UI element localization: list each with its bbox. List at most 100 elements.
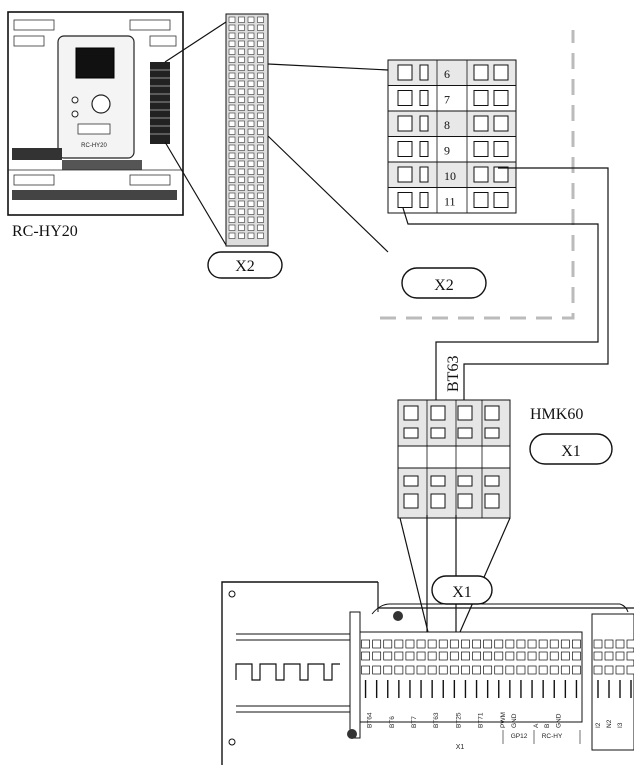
- x1-bottom-label: X1: [456, 744, 465, 751]
- x2-small-cell: [247, 48, 255, 55]
- x2-small-cell: [238, 72, 245, 79]
- rc-hy20-board: RC-HY20: [7, 11, 184, 216]
- x2-small-cell: [247, 136, 255, 143]
- x2-row-cell: [493, 115, 509, 132]
- x2-small-cell: [228, 144, 236, 151]
- x2-small-cell: [257, 16, 264, 23]
- x1-module-badge: X1: [529, 433, 613, 465]
- x2-small-cell: [238, 88, 245, 95]
- x2-small-cell: [228, 56, 236, 63]
- x2-row-label: 6: [444, 67, 450, 81]
- x2-small-cell: [247, 232, 255, 239]
- x2-small-cell: [257, 208, 264, 215]
- hmk60-cell: [403, 427, 419, 439]
- x2-small-cell: [247, 200, 255, 207]
- x1-strip-column: [438, 639, 448, 698]
- x2-small-cell: [238, 176, 245, 183]
- x2-small-cell: [238, 168, 245, 175]
- x2-small-cell: [247, 24, 255, 31]
- x1-strip-column: [494, 639, 504, 698]
- x2-small-cell: [228, 208, 236, 215]
- x2-small-cell: [238, 224, 245, 231]
- x2-small-cell: [238, 48, 245, 55]
- x1-terminal-label: BT25: [455, 712, 462, 728]
- x2-small-cell: [238, 184, 245, 191]
- x2-small-cell: [257, 128, 264, 135]
- x2-row-cell: [419, 141, 429, 157]
- hmk60-cell: [430, 493, 446, 509]
- x2-row-cell: [493, 64, 509, 81]
- x2-small-cell: [228, 160, 236, 167]
- x2-small-cell: [228, 128, 236, 135]
- x2-row-cell: [397, 141, 413, 157]
- x2-small-cell: [228, 168, 236, 175]
- x1-strip-column: [372, 639, 382, 698]
- x2-small-cell: [238, 80, 245, 87]
- x2-row-label: 7: [444, 93, 450, 107]
- x2-row-cell: [397, 64, 413, 81]
- x1-terminal-label: BT64: [367, 712, 374, 728]
- x2-small-cell: [257, 80, 264, 87]
- x2-row-cell: [473, 115, 489, 132]
- x2-row-label: 8: [444, 118, 450, 132]
- x2-small-cell: [238, 136, 245, 143]
- x1-terminal-label: BT71: [478, 712, 485, 728]
- x1-strip-column: [572, 639, 581, 698]
- x2-row-cell: [493, 166, 509, 183]
- x2-small-cell: [228, 32, 236, 39]
- x2-small-cell: [247, 96, 255, 103]
- x2-small-cell: [257, 160, 264, 167]
- x2-small-cell: [257, 96, 264, 103]
- hmk60-cell: [403, 405, 419, 421]
- x2-small-cell: [247, 40, 255, 47]
- x2-row-7: 7: [387, 85, 517, 112]
- x2-small-cell: [228, 232, 236, 239]
- x2-small-cell: [228, 120, 236, 127]
- x2-row-cell: [419, 115, 429, 132]
- x2-small-cell: [238, 216, 245, 223]
- x2-row-cell: [419, 90, 429, 106]
- x1-right-label: N2: [606, 719, 613, 728]
- x2-small-cell: [238, 128, 245, 135]
- x2-row-cell: [419, 192, 429, 208]
- x2-row-cell: [473, 64, 489, 81]
- x2-small-cell: [257, 184, 264, 191]
- x2-small-cell: [247, 120, 255, 127]
- x1-group-label: GP12: [511, 733, 528, 740]
- x2-small-cell: [238, 208, 245, 215]
- x2-small-cell: [228, 176, 236, 183]
- x2-small-cell: [238, 120, 245, 127]
- x2-small-cell: [238, 232, 245, 239]
- x2-small-cell: [228, 16, 236, 23]
- x2-large-label: X2: [434, 277, 454, 294]
- enclosure-dashed-border: [380, 30, 575, 320]
- hmk60-cell: [457, 493, 473, 509]
- x2-large-badge: X2: [401, 267, 487, 299]
- x1-terminal-label: BT6: [389, 716, 396, 728]
- hmk60-label: HMK60: [530, 406, 583, 423]
- x2-small-cell: [228, 136, 236, 143]
- x2-small-cell: [238, 144, 245, 151]
- x2-small-cell: [247, 64, 255, 71]
- x2-small-cell: [257, 120, 264, 127]
- x2-small-cell: [228, 184, 236, 191]
- x2-row-cell: [419, 166, 429, 183]
- rc-hy20-label: RC-HY20: [12, 223, 78, 240]
- x1-terminal-label: BT63: [433, 712, 440, 728]
- x2-row-9: 9: [387, 136, 517, 163]
- x2-small-cell: [238, 200, 245, 207]
- x2-row-11: 11: [387, 187, 517, 214]
- x2-small-cell: [238, 24, 245, 31]
- x2-small-cell: [228, 88, 236, 95]
- x2-row-label: 11: [444, 195, 456, 209]
- x2-row-cell: [473, 192, 489, 208]
- x2-small-cell: [228, 200, 236, 207]
- x2-small-cell: [247, 56, 255, 63]
- x1-group-label: RC-HY: [542, 733, 563, 740]
- x2-row-label: 9: [444, 144, 450, 158]
- x1-strip-label: X1: [452, 584, 472, 601]
- x2-small-cell: [247, 144, 255, 151]
- hmk60-cell: [457, 427, 473, 439]
